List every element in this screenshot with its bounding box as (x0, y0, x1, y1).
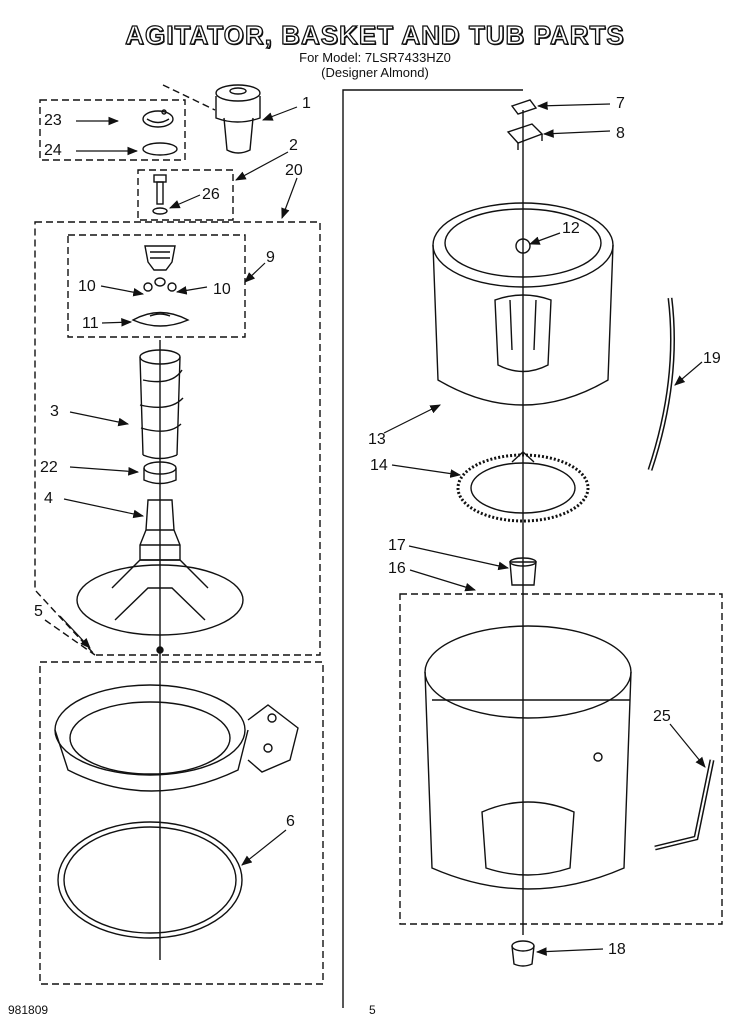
callout-10-right: 10 (213, 281, 231, 298)
model-number: For Model: 7LSR7433HZ0 (299, 50, 451, 65)
tub-nut-part (511, 940, 535, 967)
callout-26: 26 (202, 186, 220, 203)
group-box-26 (137, 169, 234, 221)
agitator-base-part (76, 499, 244, 636)
callout-17: 17 (388, 537, 406, 554)
basket-part (432, 202, 614, 406)
page-title: AGITATOR, BASKET AND TUB PARTS (125, 19, 625, 50)
agitator-ring-part (143, 461, 177, 485)
callout-22: 22 (40, 459, 58, 476)
page-number: 5 (369, 1003, 376, 1017)
drive-block-part (506, 123, 544, 150)
dash-link-5 (44, 619, 96, 656)
dash-link-1 (162, 84, 216, 111)
callout-3: 3 (50, 403, 59, 420)
callout-8: 8 (616, 125, 625, 142)
snap-ring-part (57, 821, 243, 939)
callout-2: 2 (289, 137, 298, 154)
hose-part-inner (649, 297, 674, 471)
bushing-part (509, 557, 537, 586)
callout-16: 16 (388, 560, 406, 577)
callout-13: 13 (368, 431, 386, 448)
callout-1: 1 (302, 95, 311, 112)
outer-tub-part (424, 625, 632, 890)
group-box-23-24 (39, 99, 186, 161)
model-variant: (Designer Almond) (321, 65, 429, 80)
callout-10-left: 10 (78, 278, 96, 295)
callout-6: 6 (286, 813, 295, 830)
document-code: 981809 (8, 1003, 49, 1017)
cam-part (142, 109, 174, 128)
hub-circle (156, 646, 164, 654)
callout-23: 23 (44, 112, 62, 129)
callout-14: 14 (370, 457, 388, 474)
callout-5: 5 (34, 603, 43, 620)
ring-part (142, 142, 178, 156)
group-box-20 (34, 221, 321, 656)
callout-4: 4 (44, 490, 53, 507)
group-box-5 (39, 661, 324, 985)
bolt-part (152, 174, 168, 215)
callout-20: 20 (285, 162, 303, 179)
balance-ring-part (456, 451, 590, 523)
dog-assembly-part (131, 245, 190, 327)
callout-19: 19 (703, 350, 721, 367)
agitator-cap-part (215, 84, 261, 154)
callout-9: 9 (266, 249, 275, 266)
tub-ring-part (54, 684, 299, 792)
group-box-9 (67, 234, 246, 338)
axis-connector (342, 89, 523, 1008)
agitator-auger-part (139, 349, 184, 460)
callout-18: 18 (608, 941, 626, 958)
callout-24: 24 (44, 142, 62, 159)
callout-12: 12 (562, 220, 580, 237)
fill-hose-part (654, 759, 715, 851)
callout-11: 11 (82, 315, 99, 332)
callout-7: 7 (616, 95, 625, 112)
nut-clip-part (510, 99, 538, 115)
callout-25: 25 (653, 708, 671, 725)
group-box-16 (399, 593, 723, 925)
